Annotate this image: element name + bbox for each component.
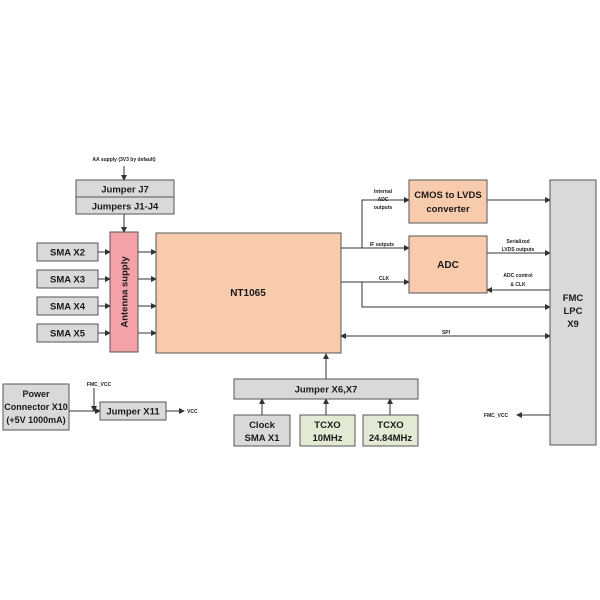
vcc-label: VCC — [187, 409, 198, 415]
power-label-line1: Power — [22, 389, 50, 399]
jumper-x6x7-label: Jumper X6,X7 — [295, 385, 358, 396]
tcxo2-label-line2: 24.84MHz — [369, 433, 413, 444]
clock-label-line1: Clock — [249, 420, 276, 431]
serialized-label-line2: LVDS outputs — [502, 247, 535, 253]
tcxo1-label-line2: 10MHz — [312, 433, 342, 444]
jumper-j7-block: Jumper J7 — [75, 179, 175, 198]
fmc-label-line2: LPC — [564, 306, 583, 317]
fmc-label-line3: X9 — [567, 319, 579, 330]
sma-x5-label: SMA X5 — [50, 329, 86, 340]
fmc-label-line1: FMC — [563, 293, 584, 304]
tcxo-24mhz-block: TCXO 24.84MHz — [362, 414, 419, 447]
clock-sma-x1-block: Clock SMA X1 — [233, 414, 291, 447]
adc-control-label-line2: & CLK — [510, 282, 526, 288]
internal-adc-label-line2: ADC — [378, 197, 389, 203]
nt1065-block: NT1065 — [155, 232, 342, 354]
adc-block: ADC — [408, 235, 488, 294]
fmc-lpc-x9-block: FMC LPC X9 — [549, 179, 597, 446]
jumpers-j1-j4-label: Jumpers J1-J4 — [92, 202, 159, 213]
power-connector-block: Power Connector X10 (+5V 1000mA) — [2, 383, 70, 431]
tcxo-10mhz-block: TCXO 10MHz — [299, 414, 356, 447]
if-outputs-label: IF outputs — [370, 242, 394, 248]
tcxo2-label-line1: TCXO — [377, 420, 403, 431]
power-label-line2: Connector X10 — [4, 402, 68, 412]
sma-x4-label: SMA X4 — [50, 302, 86, 313]
jumper-x11-label: Jumper X11 — [106, 407, 160, 418]
clk-to-fmc-arrow — [361, 282, 551, 310]
annotations: AA supply (3V3 by default) Internal ADC … — [87, 157, 535, 419]
sma-x5-block: SMA X5 — [36, 323, 99, 343]
adc-control-label-line1: ADC control — [503, 273, 533, 279]
tcxo1-label-line1: TCXO — [314, 420, 340, 431]
clk-label: CLK — [379, 276, 390, 282]
sma-x3-block: SMA X3 — [36, 269, 99, 289]
aa-supply-label: AA supply (3V3 by default) — [92, 157, 155, 163]
jumpers-j1-j4-block: Jumpers J1-J4 — [75, 196, 175, 215]
jumper-x6x7-block: Jumper X6,X7 — [233, 378, 419, 400]
power-label-line3: (+5V 1000mA) — [6, 415, 65, 425]
antenna-supply-label: Antenna supply — [120, 256, 131, 328]
jumper-x11-block: Jumper X11 — [99, 401, 167, 421]
spi-label: SPI — [442, 330, 451, 336]
adc-label: ADC — [437, 260, 459, 271]
fmc-vcc-right-label: FMC_VCC — [484, 413, 509, 419]
clock-label-line2: SMA X1 — [244, 433, 280, 444]
cmos-lvds-label-line2: converter — [426, 204, 470, 215]
antenna-supply-block: Antenna supply — [109, 231, 139, 353]
sma-x2-block: SMA X2 — [36, 242, 99, 262]
internal-adc-label-line3: outputs — [374, 205, 393, 211]
cmos-lvds-converter-block: CMOS to LVDS converter — [408, 179, 488, 224]
fmc-vcc-top-label: FMC_VCC — [87, 382, 112, 388]
sma-x3-label: SMA X3 — [50, 275, 85, 286]
jumper-j7-label: Jumper J7 — [101, 185, 149, 196]
connectors — [69, 166, 551, 418]
sma-x2-label: SMA X2 — [50, 248, 85, 259]
nt1065-label: NT1065 — [230, 288, 266, 299]
cmos-lvds-label-line1: CMOS to LVDS — [414, 190, 481, 201]
internal-adc-label-line1: Internal — [374, 189, 393, 195]
serialized-label-line1: Serialized — [506, 239, 529, 245]
sma-x4-block: SMA X4 — [36, 296, 99, 316]
